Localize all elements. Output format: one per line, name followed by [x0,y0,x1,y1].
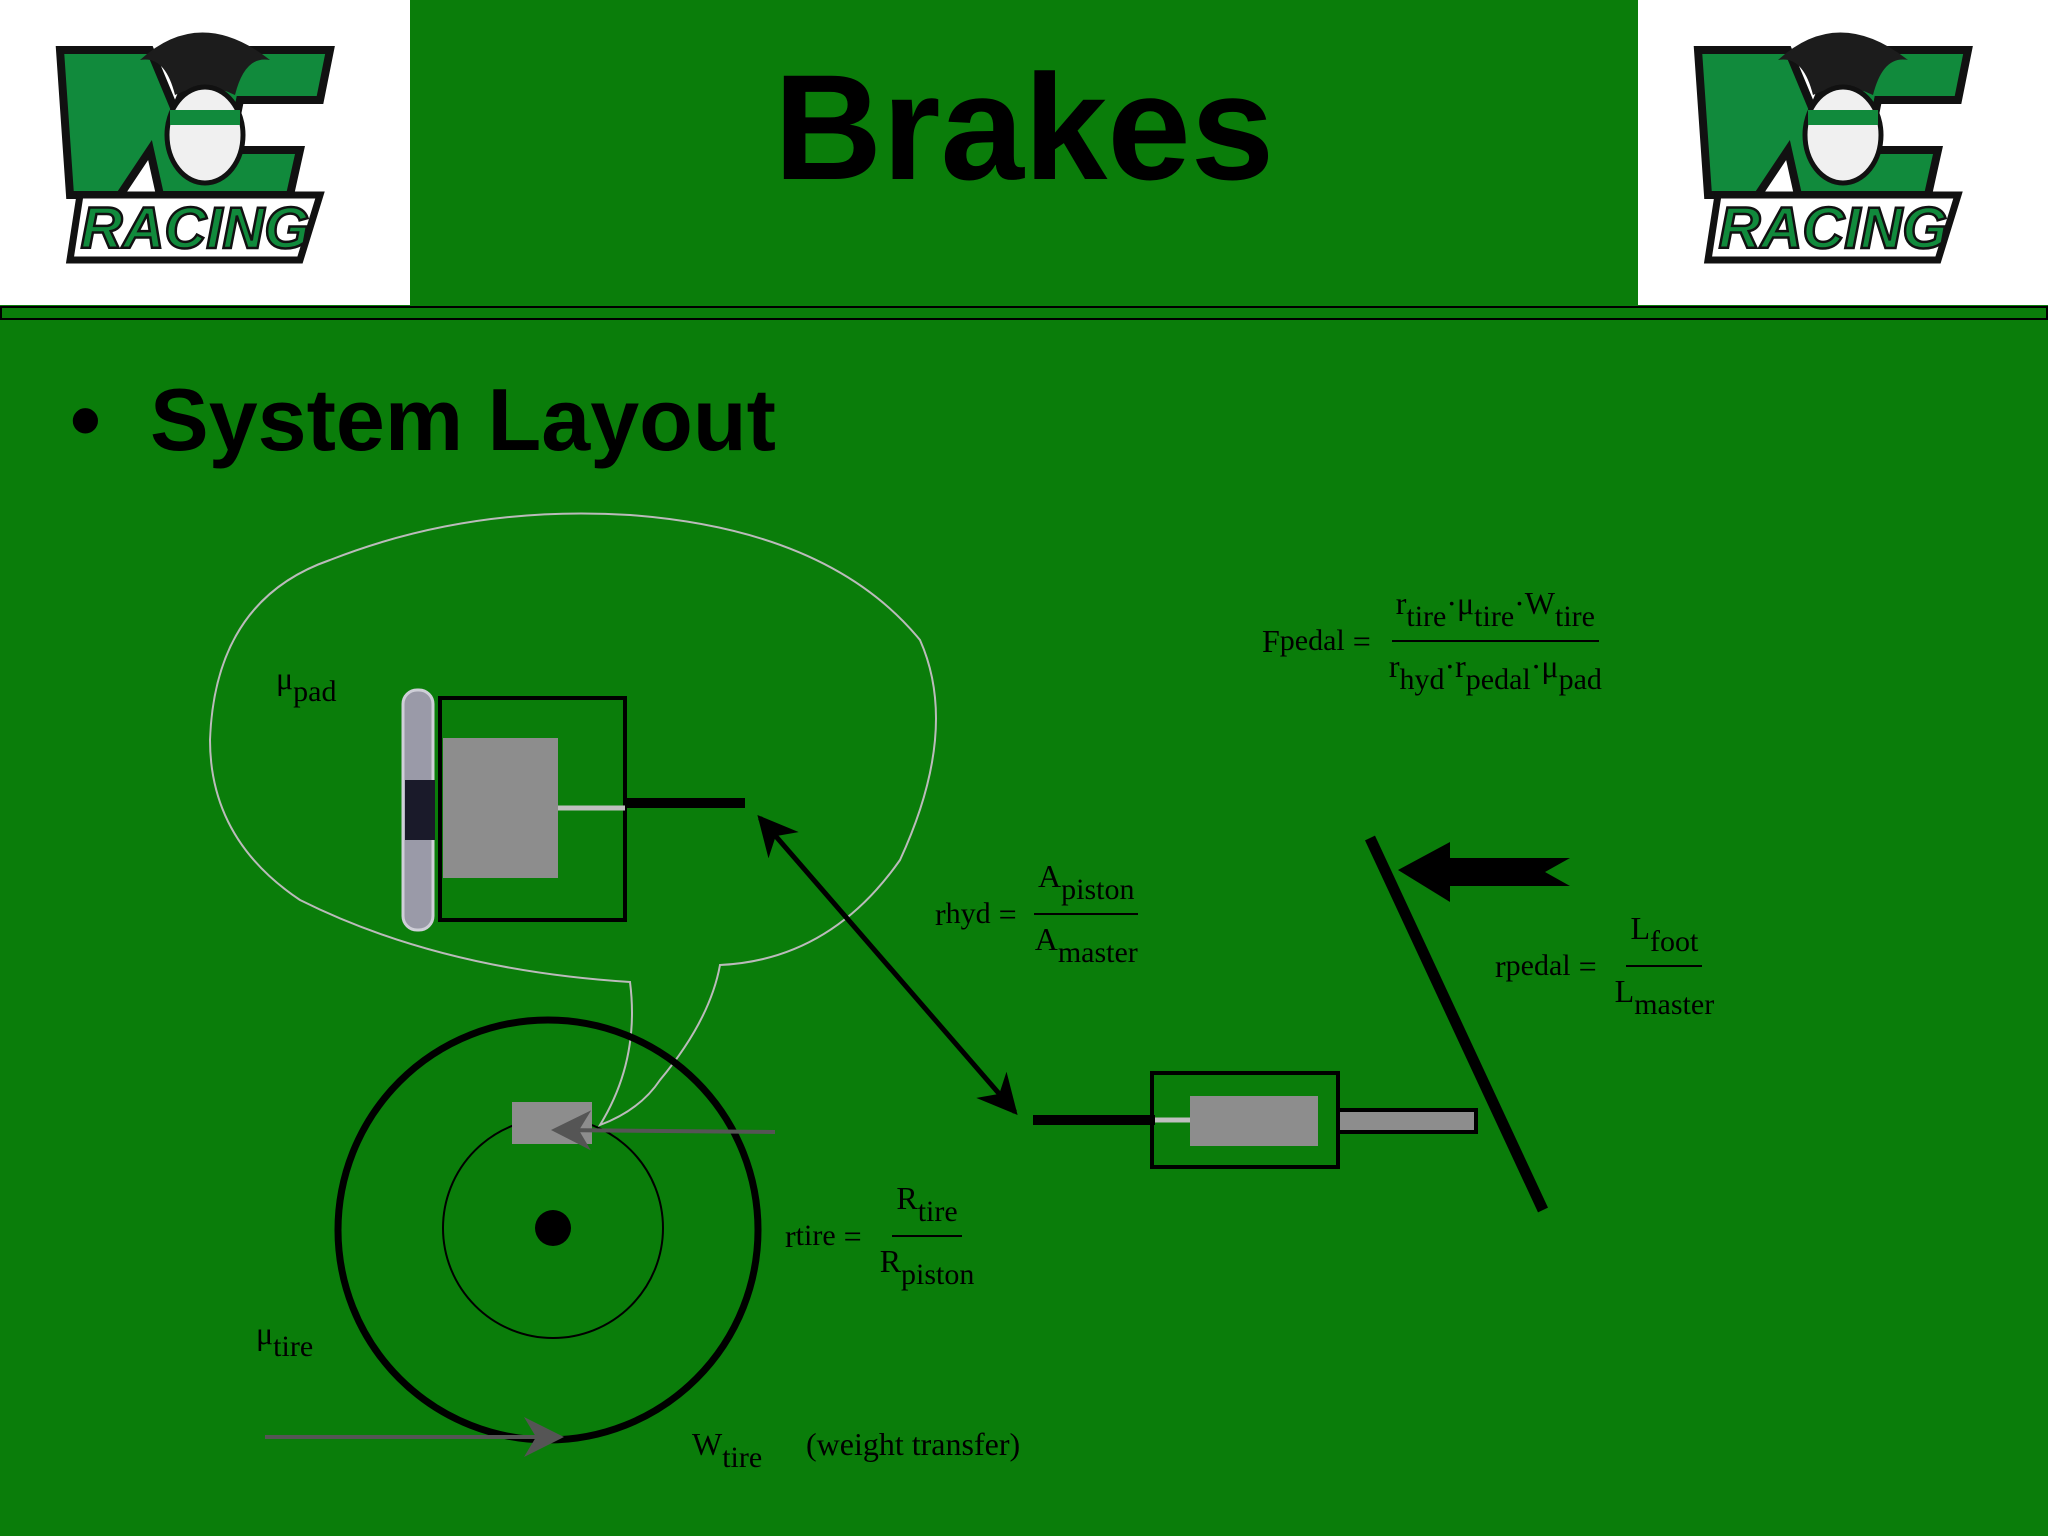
logo-racing-text: RACING [81,196,310,261]
team-logo-right: RACING [1638,0,2048,305]
wheel-caliper [512,1102,592,1144]
logo-graphic: RACING [1693,32,1973,264]
hydraulic-line-arrow [757,814,1018,1116]
label-mu-tire: μtire [256,1315,314,1363]
header-divider [0,306,2048,320]
force-arrow-caliper [551,1110,776,1151]
team-logo-left: RACING [0,0,410,305]
bullet-text: System Layout [150,370,776,469]
brake-pad [405,780,435,840]
bullet-item: • System Layout [70,365,776,475]
slide-title: Brakes [773,43,1275,211]
logo-racing-text: RACING [1719,196,1948,261]
master-piston [1190,1096,1318,1146]
master-pushrod [1336,1108,1478,1134]
label-mu-pad: μpad [276,660,337,708]
callout-bubble [208,512,937,1127]
wheel-hub [535,1210,571,1246]
logo-graphic: RACING [55,32,335,264]
brake-pedal [1365,835,1548,1213]
label-w-tire: Wtire [692,1426,763,1474]
label-weight-transfer: (weight transfer) [806,1426,1021,1462]
bullet-symbol: • [70,370,101,469]
caliper-piston [443,738,558,878]
foot-force-arrow [1398,842,1570,902]
